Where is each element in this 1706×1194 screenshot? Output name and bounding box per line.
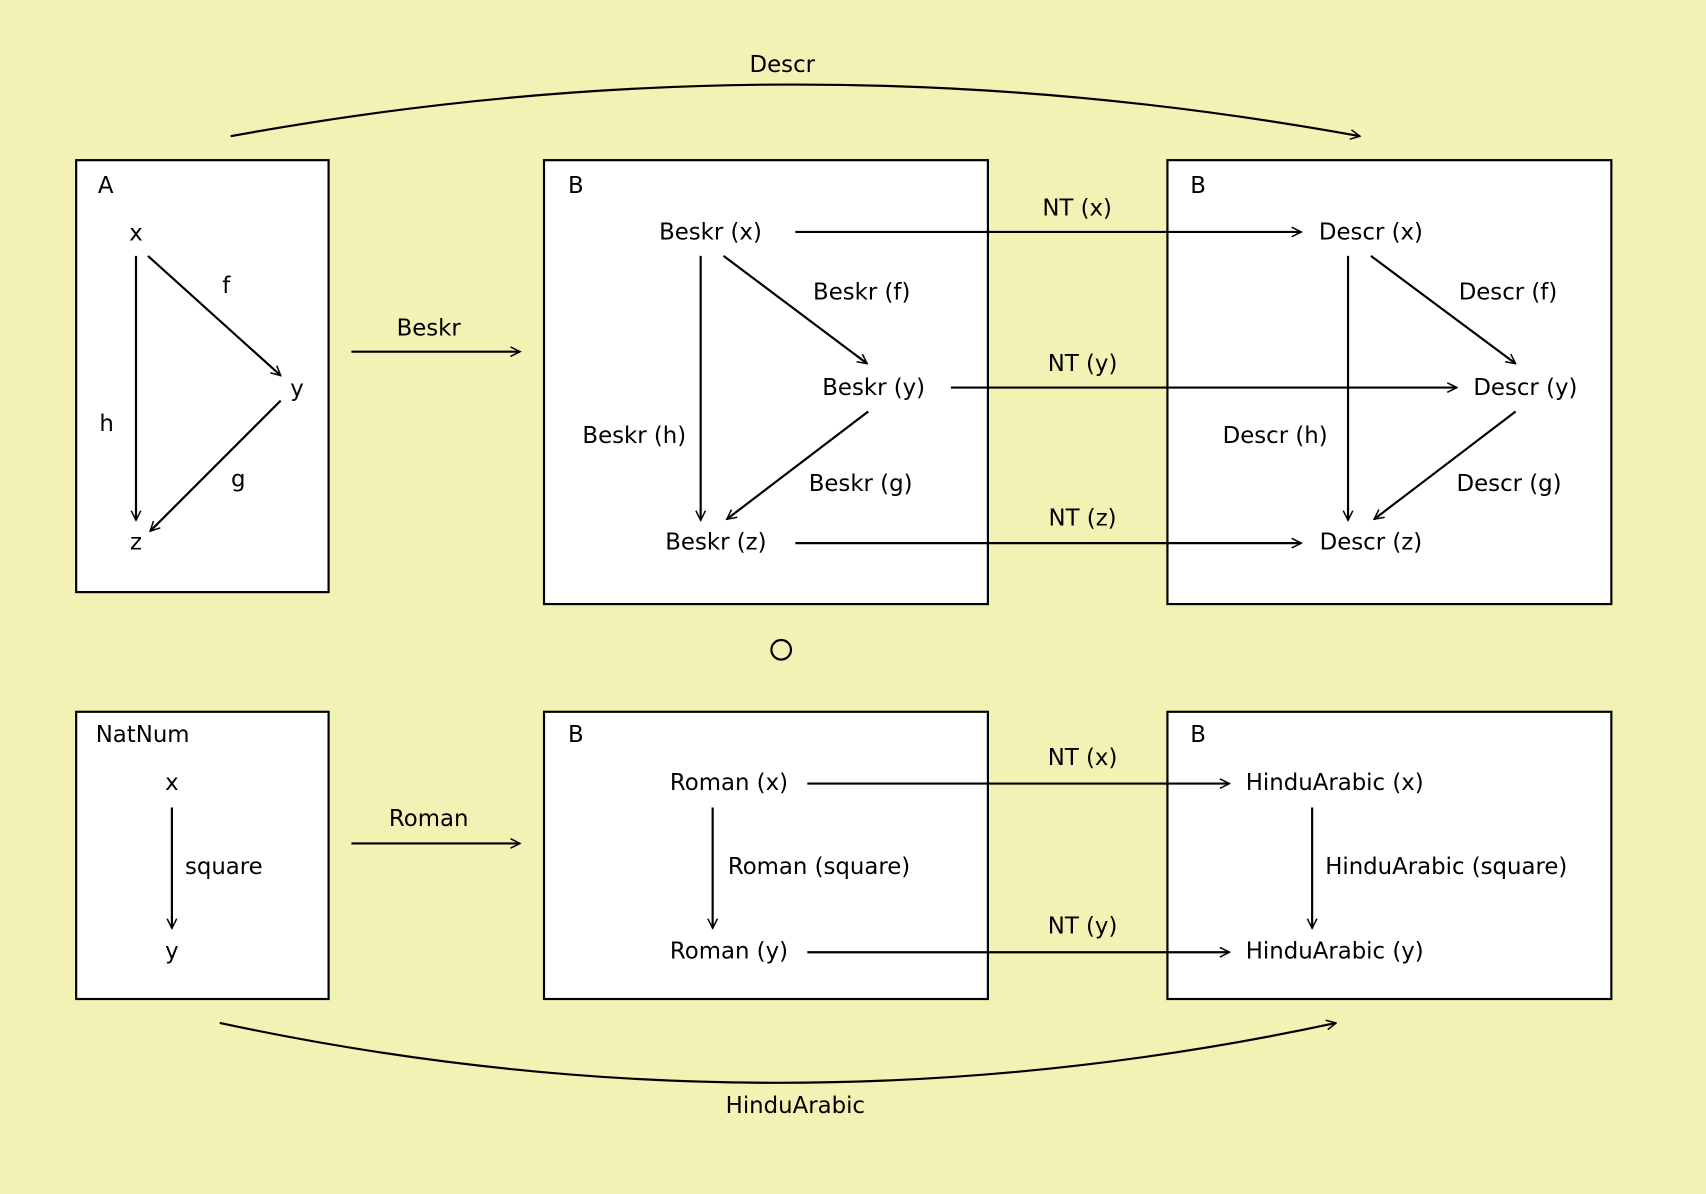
nt-x-label: NT (x) — [1042, 196, 1112, 222]
object-y: y — [290, 376, 304, 402]
morphism-descr-g-label: Descr (g) — [1457, 471, 1562, 497]
object-beskr-y: Beskr (y) — [822, 375, 925, 401]
morphism-descr-f-label: Descr (f) — [1459, 279, 1558, 305]
morphism-descr-h-label: Descr (h) — [1223, 423, 1328, 449]
hinduarabic-functor-label: HinduArabic — [726, 1093, 865, 1119]
category-b-hinduarabic-box: B HinduArabic (x) HinduArabic (y) HinduA… — [1166, 710, 1613, 1001]
morphism-beskr-g-label: Beskr (g) — [809, 471, 913, 497]
nt-y-label: NT (y) — [1048, 914, 1118, 940]
object-x: x — [129, 221, 143, 247]
box-title: A — [98, 173, 114, 199]
roman-functor-label: Roman — [389, 806, 469, 832]
object-hinduarabic-y: HinduArabic (y) — [1246, 939, 1424, 965]
category-b-roman-box: B Roman (x) Roman (y) Roman (square) — [542, 710, 990, 1001]
arrow-descr-f — [1370, 255, 1516, 364]
box-title: B — [1190, 173, 1206, 199]
nt-x-label: NT (x) — [1048, 745, 1118, 771]
category-b-descr-box: B Descr (x) Descr (y) Descr (z) Descr (f… — [1166, 159, 1613, 606]
category-a-box: A x y z f g h — [75, 159, 330, 594]
object-descr-z: Descr (z) — [1320, 530, 1423, 556]
nt-y-label: NT (y) — [1048, 351, 1118, 377]
object-roman-x: Roman (x) — [670, 770, 788, 796]
object-beskr-x: Beskr (x) — [659, 220, 762, 246]
morphism-beskr-h-label: Beskr (h) — [582, 423, 686, 449]
box-title: NatNum — [96, 722, 190, 748]
box-title: B — [568, 173, 584, 199]
morphism-beskr-f-label: Beskr (f) — [813, 279, 910, 305]
box-title: B — [1190, 722, 1206, 748]
descr-functor-label: Descr — [750, 52, 816, 78]
arrow-f — [147, 255, 281, 376]
beskr-functor-label: Beskr — [397, 315, 462, 341]
hinduarabic-functor-arrow — [219, 1023, 1336, 1084]
object-y: y — [165, 939, 179, 965]
morphism-g-label: g — [231, 467, 246, 493]
arrow-g — [150, 399, 282, 532]
object-descr-y: Descr (y) — [1473, 375, 1577, 401]
arrow-beskr-f — [722, 255, 868, 364]
nt-z-label: NT (z) — [1049, 506, 1117, 532]
arrow-descr-g — [1374, 410, 1517, 519]
object-beskr-z: Beskr (z) — [665, 530, 766, 556]
morphism-h-label: h — [99, 411, 113, 437]
object-descr-x: Descr (x) — [1319, 220, 1423, 246]
descr-functor-arrow — [230, 83, 1360, 137]
morphism-hinduarabic-square-label: HinduArabic (square) — [1325, 854, 1567, 880]
morphism-square-label: square — [185, 854, 263, 880]
category-natnum-box: NatNum x y square — [75, 710, 330, 1001]
object-z: z — [130, 530, 142, 556]
object-roman-y: Roman (y) — [670, 939, 788, 965]
morphism-roman-square-label: Roman (square) — [728, 854, 910, 880]
composition-circle-icon — [770, 638, 793, 661]
object-x: x — [165, 770, 179, 796]
arrow-beskr-g — [727, 410, 869, 519]
box-title: B — [568, 722, 584, 748]
category-b-beskr-box: B Beskr (x) Beskr (y) Beskr (z) Beskr (f… — [542, 159, 990, 606]
object-hinduarabic-x: HinduArabic (x) — [1246, 770, 1424, 796]
morphism-f-label: f — [222, 273, 231, 299]
